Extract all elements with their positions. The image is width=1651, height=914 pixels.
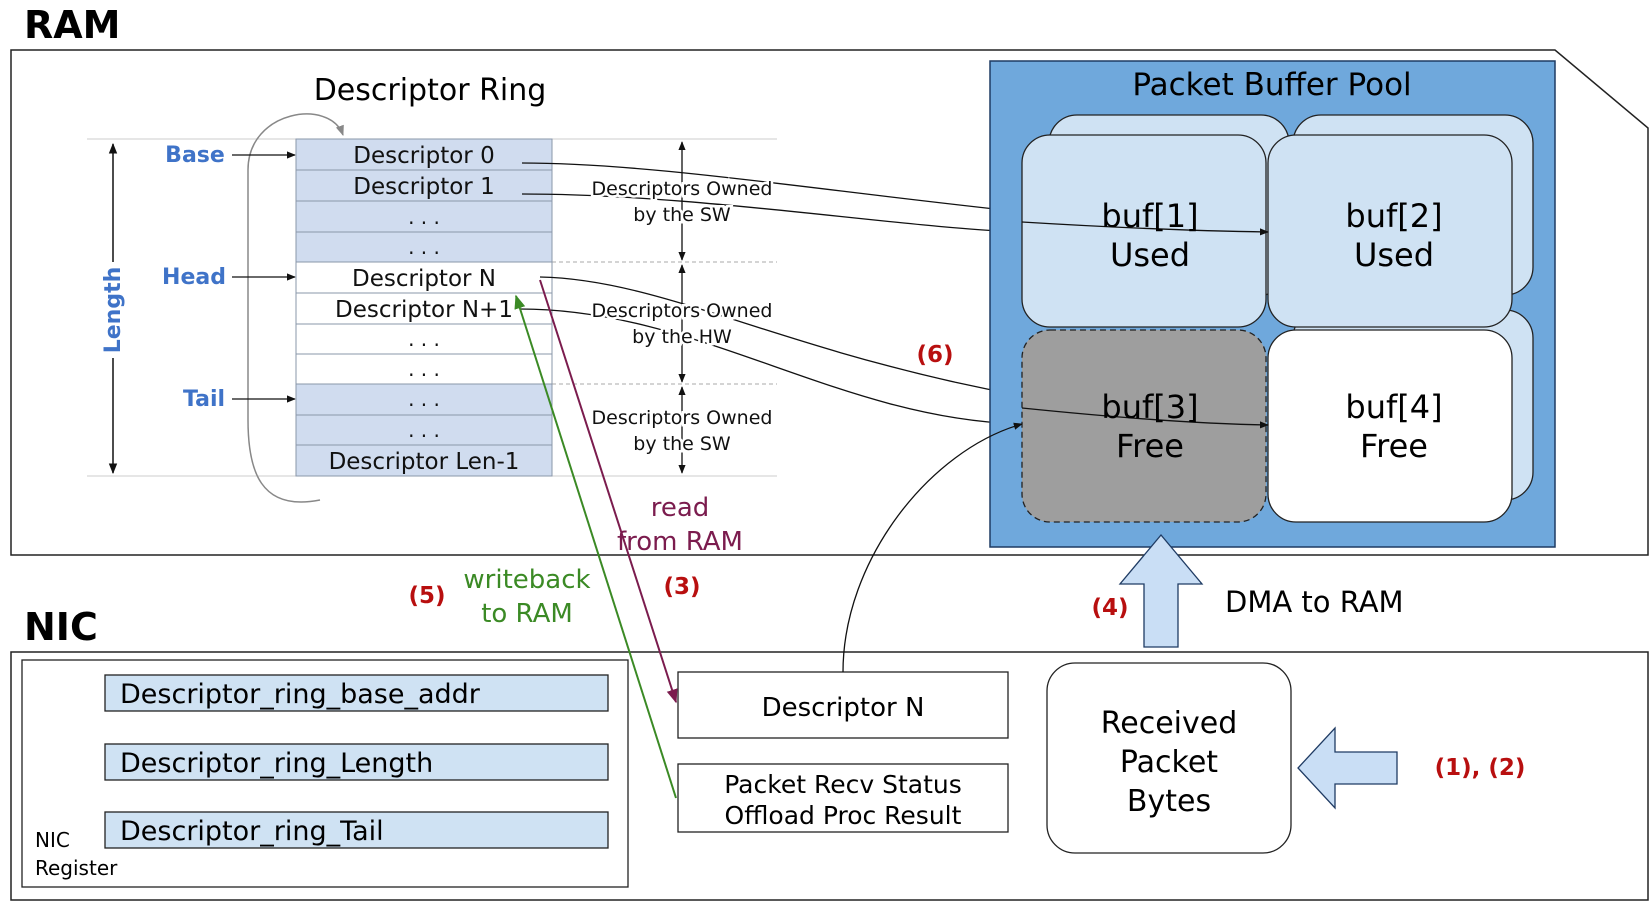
dma-to-ram-label: DMA to RAM bbox=[1225, 585, 1404, 619]
tail-pointer-label: Tail bbox=[183, 387, 225, 412]
buffer-1-state: Used bbox=[1110, 236, 1190, 274]
register-label: Descriptor_ring_base_addr bbox=[120, 679, 481, 710]
nic-register-caption-line2: Register bbox=[35, 856, 118, 880]
writeback-to-ram-arrow bbox=[514, 294, 677, 799]
descriptor-row-label: Descriptor N bbox=[352, 266, 496, 292]
ownership-label-hw-line2: by the HW bbox=[632, 326, 732, 348]
descriptor-row-label: . . . bbox=[408, 357, 440, 381]
read-label-line2: from RAM bbox=[617, 527, 743, 557]
register-descriptor-ring-tail bbox=[104, 811, 609, 849]
descriptor-row bbox=[295, 383, 553, 416]
descriptor-row-label: . . . bbox=[408, 327, 440, 351]
ownership-label-sw-bottom-line2: by the SW bbox=[633, 433, 731, 455]
received-packet-bytes-line3: Bytes bbox=[1127, 784, 1211, 819]
step-4-label: (4) bbox=[1091, 595, 1128, 621]
buffer-4-state: Free bbox=[1360, 427, 1428, 465]
packet-recv-status-line1: Packet Recv Status bbox=[724, 770, 962, 799]
ownership-label-hw-line1: Descriptors Owned bbox=[592, 300, 773, 322]
descriptor-row bbox=[295, 414, 553, 446]
step-6-label: (6) bbox=[916, 342, 953, 368]
nic-descriptor-n-label: Descriptor N bbox=[762, 693, 925, 723]
step-5-label: (5) bbox=[408, 583, 445, 609]
writeback-label-line1: writeback bbox=[463, 565, 590, 595]
buffer-4-name: buf[4] bbox=[1345, 388, 1442, 426]
length-label-bg bbox=[98, 262, 128, 358]
descriptor-row-label: . . . bbox=[408, 235, 440, 259]
descriptor-row bbox=[295, 444, 553, 477]
buffer-3 bbox=[1021, 329, 1267, 523]
ownership-label-sw-top-line2: by the SW bbox=[633, 204, 731, 226]
dma-to-ram-arrow bbox=[1118, 533, 1204, 648]
base-pointer-label: Base bbox=[165, 143, 225, 168]
packet-recv-status-line2: Offload Proc Result bbox=[725, 801, 962, 830]
packet-recv-status-box bbox=[677, 763, 1009, 833]
nic-title: NIC bbox=[24, 605, 98, 649]
descriptorN-to-buf4-arrow-overlay bbox=[1021, 407, 1269, 429]
descriptor-row-label: . . . bbox=[408, 205, 440, 229]
descriptor-row bbox=[295, 200, 553, 233]
buffer-1-name: buf[1] bbox=[1101, 197, 1198, 235]
descriptor-row bbox=[295, 169, 553, 202]
register-label: Descriptor_ring_Tail bbox=[120, 816, 384, 847]
descriptor-row-label: Descriptor N+1 bbox=[335, 297, 513, 323]
nic-descriptor-to-buf3-arrow bbox=[842, 422, 1023, 673]
read-from-ram-arrow bbox=[539, 279, 678, 704]
register-descriptor-ring-length bbox=[104, 743, 609, 781]
register-descriptor-ring-base-addr bbox=[104, 674, 609, 712]
descriptor-row-label: Descriptor 0 bbox=[353, 143, 494, 169]
read-label-line1: read bbox=[651, 493, 710, 523]
descriptor-row-label: . . . bbox=[408, 418, 440, 442]
descriptor1-to-buf1-arrow bbox=[521, 193, 1023, 236]
length-label: Length bbox=[101, 267, 126, 354]
descriptor-ring-title: Descriptor Ring bbox=[314, 73, 547, 108]
ring-wraparound-arrow bbox=[247, 113, 344, 503]
ram-title: RAM bbox=[24, 3, 120, 47]
descriptor-row bbox=[295, 231, 553, 263]
incoming-packet-arrow bbox=[1297, 726, 1398, 810]
buffer-2-state: Used bbox=[1354, 236, 1434, 274]
descriptor0-to-buf2-arrow-overlay bbox=[1021, 221, 1269, 236]
packet-buffer-pool-title: Packet Buffer Pool bbox=[1132, 67, 1411, 103]
register-label: Descriptor_ring_Length bbox=[120, 748, 433, 779]
step-3-label: (3) bbox=[663, 574, 700, 600]
nic-register-caption-line1: NIC bbox=[35, 828, 70, 852]
descriptor-ring-table: Descriptor 0 Descriptor 1 . . . . . . De… bbox=[295, 138, 553, 477]
descriptor-row bbox=[295, 353, 553, 385]
descriptorN1-to-buf3-arrow bbox=[519, 308, 1023, 428]
received-packet-bytes-box bbox=[1046, 662, 1292, 854]
buffer-4 bbox=[1267, 329, 1513, 523]
writeback-label-line2: to RAM bbox=[481, 599, 573, 629]
descriptor-row bbox=[295, 323, 553, 355]
descriptor-row-label: . . . bbox=[408, 387, 440, 411]
nic-descriptor-n-box bbox=[677, 671, 1009, 739]
descriptor-row-label: Descriptor Len-1 bbox=[329, 449, 520, 475]
ownership-label-sw-bottom-line1: Descriptors Owned bbox=[592, 407, 773, 429]
descriptor-row bbox=[295, 138, 553, 171]
received-packet-bytes-line1: Received bbox=[1101, 706, 1238, 741]
buffer-2-name: buf[2] bbox=[1345, 197, 1442, 235]
nic-frame bbox=[10, 651, 1649, 901]
descriptor-row-label: Descriptor 1 bbox=[353, 174, 494, 200]
step-1-2-label: (1), (2) bbox=[1435, 755, 1526, 781]
buffer-3-state: Free bbox=[1116, 427, 1184, 465]
ownership-label-sw-top-line1: Descriptors Owned bbox=[592, 178, 773, 200]
head-pointer-label: Head bbox=[162, 265, 226, 290]
descriptor-row bbox=[295, 292, 553, 325]
received-packet-bytes-line2: Packet bbox=[1120, 745, 1218, 780]
buffer-3-name: buf[3] bbox=[1101, 388, 1198, 426]
